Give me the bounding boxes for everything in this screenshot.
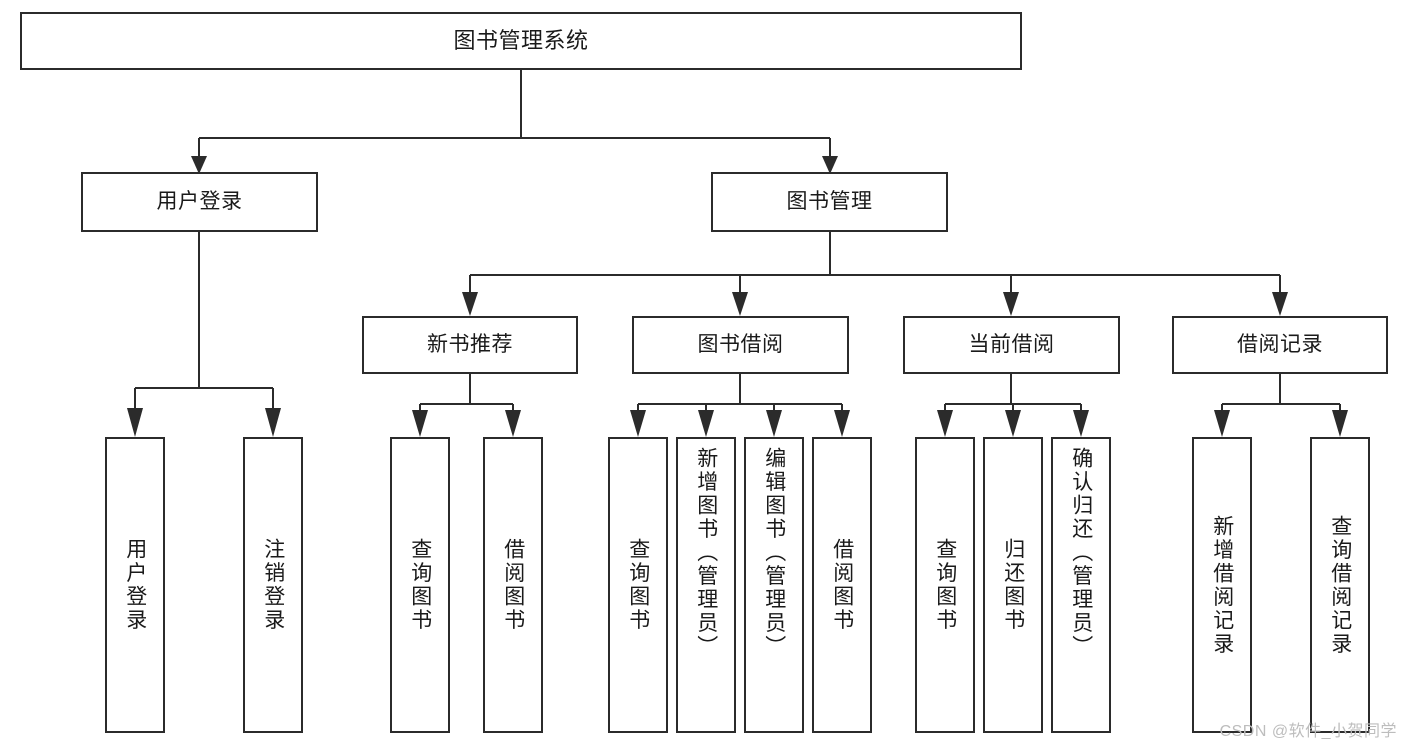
- arrowhead-leaf-logout: [265, 408, 281, 437]
- node-leaf-return-book-label: 归还图书: [1001, 538, 1025, 632]
- node-leaf-query-book-2[interactable]: 查询图书: [608, 437, 668, 733]
- arrowhead-query-book-2: [630, 410, 646, 437]
- node-current-borrow-label: 当前借阅: [968, 332, 1055, 356]
- node-book-borrow[interactable]: 图书借阅: [632, 316, 849, 374]
- node-leaf-query-record-label: 查询借阅记录: [1328, 514, 1352, 656]
- arrowhead-confirm-return: [1073, 410, 1089, 437]
- node-leaf-user-login-label: 用户登录: [123, 538, 147, 632]
- arrowhead-borrow-book-2: [834, 410, 850, 437]
- arrowhead-new-book-rec: [462, 292, 478, 316]
- node-leaf-borrow-book-2-label: 借阅图书: [830, 538, 854, 632]
- arrowhead-query-book-1: [412, 410, 428, 437]
- node-leaf-borrow-book-1-label: 借阅图书: [501, 538, 525, 632]
- arrowhead-return-book: [1005, 410, 1021, 437]
- csdn-watermark: CSDN @软件_小贺同学: [1219, 723, 1397, 740]
- node-leaf-logout-label: 注销登录: [261, 538, 285, 632]
- node-leaf-borrow-book-1[interactable]: 借阅图书: [483, 437, 543, 733]
- node-leaf-add-book-label: 新增图书（管理员）: [694, 447, 718, 659]
- node-leaf-query-record[interactable]: 查询借阅记录: [1310, 437, 1370, 733]
- node-leaf-query-book-2-label: 查询图书: [626, 538, 650, 632]
- node-root-label: 图书管理系统: [453, 28, 589, 54]
- node-leaf-query-book-1-label: 查询图书: [408, 538, 432, 632]
- node-user-login-label: 用户登录: [156, 189, 243, 213]
- node-leaf-borrow-book-2[interactable]: 借阅图书: [812, 437, 872, 733]
- node-leaf-query-book-1[interactable]: 查询图书: [390, 437, 450, 733]
- arrowhead-add-record: [1214, 410, 1230, 437]
- arrowhead-current-borrow: [1003, 292, 1019, 316]
- node-leaf-add-record[interactable]: 新增借阅记录: [1192, 437, 1252, 733]
- arrowhead-add-book: [698, 410, 714, 437]
- node-borrow-record-label: 借阅记录: [1237, 332, 1323, 356]
- arrowhead-edit-book: [766, 410, 782, 437]
- node-leaf-user-login[interactable]: 用户登录: [105, 437, 165, 733]
- node-new-book-rec[interactable]: 新书推荐: [362, 316, 578, 374]
- node-leaf-logout[interactable]: 注销登录: [243, 437, 303, 733]
- node-book-borrow-label: 图书借阅: [697, 332, 784, 356]
- node-current-borrow[interactable]: 当前借阅: [903, 316, 1120, 374]
- node-leaf-confirm-return-label: 确认归还（管理员）: [1069, 447, 1093, 659]
- node-leaf-add-record-label: 新增借阅记录: [1210, 514, 1234, 656]
- arrowhead-query-book-3: [937, 410, 953, 437]
- arrowhead-borrow-book-1: [505, 410, 521, 437]
- arrowhead-borrow-record: [1272, 292, 1288, 316]
- node-leaf-confirm-return[interactable]: 确认归还（管理员）: [1051, 437, 1111, 733]
- node-book-manage-label: 图书管理: [786, 189, 873, 213]
- node-leaf-add-book[interactable]: 新增图书（管理员）: [676, 437, 736, 733]
- node-leaf-return-book[interactable]: 归还图书: [983, 437, 1043, 733]
- arrowhead-book-borrow: [732, 292, 748, 316]
- node-leaf-query-book-3[interactable]: 查询图书: [915, 437, 975, 733]
- node-new-book-rec-label: 新书推荐: [427, 332, 513, 356]
- node-leaf-edit-book[interactable]: 编辑图书（管理员）: [744, 437, 804, 733]
- node-leaf-edit-book-label: 编辑图书（管理员）: [762, 447, 786, 659]
- arrowhead-leaf-user-login: [127, 408, 143, 437]
- node-book-manage[interactable]: 图书管理: [711, 172, 948, 232]
- node-user-login[interactable]: 用户登录: [81, 172, 318, 232]
- node-borrow-record[interactable]: 借阅记录: [1172, 316, 1388, 374]
- arrowhead-query-record: [1332, 410, 1348, 437]
- node-root[interactable]: 图书管理系统: [20, 12, 1022, 70]
- node-leaf-query-book-3-label: 查询图书: [933, 538, 957, 632]
